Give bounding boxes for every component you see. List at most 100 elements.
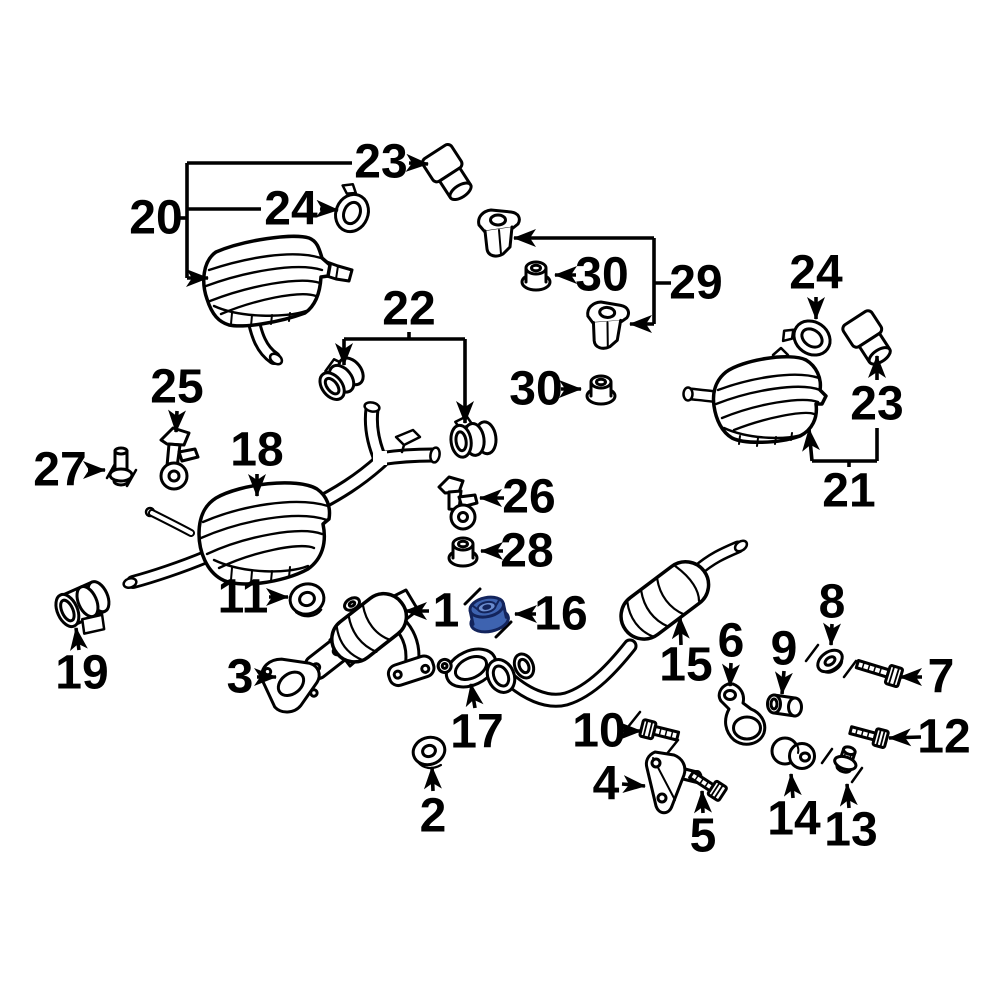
callout-label-4[interactable]: 4 (593, 758, 620, 811)
leader-arrow (694, 790, 712, 814)
part-mount-nut-16-highlighted[interactable] (463, 587, 513, 639)
callout-5[interactable]: 5 (690, 790, 717, 863)
callout-label-11[interactable]: 11 (218, 571, 269, 624)
part-washer-8 (804, 643, 858, 679)
callout-label-21[interactable]: 21 (822, 465, 875, 518)
callout-4[interactable]: 4 (593, 758, 646, 811)
callout-29[interactable]: 29 (513, 229, 723, 333)
part-bolt-12 (848, 725, 890, 749)
callout-label-6[interactable]: 6 (718, 615, 745, 668)
part-gasket-17 (436, 647, 506, 689)
callout-label-5[interactable]: 5 (690, 810, 717, 863)
callout-label-27[interactable]: 27 (33, 444, 86, 497)
callout-label-24-right[interactable]: 24 (789, 247, 843, 300)
part-catalytic-converter-1 (303, 588, 436, 688)
part-rear-muffler-left (202, 234, 354, 366)
callout-label-7[interactable]: 7 (928, 651, 955, 704)
callout-label-25[interactable]: 25 (150, 361, 203, 414)
part-rear-muffler-right (682, 346, 828, 447)
callout-23-right[interactable]: 23 (850, 355, 904, 431)
callout-label-30-b[interactable]: 30 (509, 363, 562, 416)
callout-label-16[interactable]: 16 (534, 588, 587, 641)
callout-27[interactable]: 27 (33, 444, 106, 497)
callout-label-18[interactable]: 18 (230, 424, 283, 477)
callout-13[interactable]: 13 (824, 783, 878, 857)
part-bolt-7 (854, 658, 904, 689)
part-exhaust-tip-right (841, 309, 892, 366)
callout-24-left[interactable]: 24 (187, 183, 339, 236)
callout-28[interactable]: 28 (480, 525, 554, 578)
callout-6[interactable]: 6 (718, 615, 745, 687)
callout-14[interactable]: 14 (767, 773, 821, 846)
callout-label-8[interactable]: 8 (819, 576, 846, 629)
part-clamp-left (334, 182, 370, 234)
callout-label-2[interactable]: 2 (420, 790, 447, 843)
callout-label-15[interactable]: 15 (659, 639, 712, 692)
callout-16[interactable]: 16 (514, 588, 588, 641)
callout-8[interactable]: 8 (819, 576, 846, 646)
leader-arrow (774, 670, 793, 695)
callout-label-17[interactable]: 17 (450, 706, 503, 759)
part-bracket-4 (644, 750, 703, 815)
callout-19[interactable]: 19 (55, 627, 109, 700)
callout-24-right[interactable]: 24 (789, 247, 843, 320)
part-hanger-6 (717, 682, 767, 746)
callout-label-23-right[interactable]: 23 (850, 378, 903, 431)
parts-layer (54, 143, 904, 815)
callout-2[interactable]: 2 (420, 766, 447, 843)
callout-label-10[interactable]: 10 (572, 705, 625, 758)
callout-15[interactable]: 15 (659, 616, 713, 692)
part-hanger-26 (437, 475, 479, 531)
callout-label-26[interactable]: 26 (502, 471, 555, 524)
callout-18[interactable]: 18 (230, 424, 284, 497)
callout-label-28[interactable]: 28 (500, 525, 553, 578)
leader-arrow (621, 775, 646, 794)
callout-label-22[interactable]: 22 (382, 283, 435, 336)
callout-7[interactable]: 7 (899, 651, 955, 704)
part-bolt-13 (820, 745, 864, 784)
callout-label-1[interactable]: 1 (433, 585, 460, 638)
callout-21[interactable]: 21 (802, 428, 879, 518)
callout-label-24-left[interactable]: 24 (264, 183, 318, 236)
callout-30-a[interactable]: 30 (554, 249, 629, 302)
callout-label-29[interactable]: 29 (669, 257, 722, 310)
callout-label-19[interactable]: 19 (55, 647, 108, 700)
callout-label-20[interactable]: 20 (129, 192, 182, 245)
callout-3[interactable]: 3 (227, 651, 277, 704)
callout-10[interactable]: 10 (572, 705, 642, 758)
part-spacer-9 (766, 693, 803, 718)
callout-label-9[interactable]: 9 (771, 623, 798, 676)
leader-arrow (405, 153, 429, 172)
callout-20[interactable]: 20 (129, 163, 209, 287)
part-clamp-22-b (449, 414, 498, 459)
leader-arrow (721, 662, 740, 687)
callout-label-30-a[interactable]: 30 (575, 249, 628, 302)
callout-label-12[interactable]: 12 (917, 711, 970, 764)
leader-arrow (671, 616, 690, 646)
callout-30-b[interactable]: 30 (509, 363, 582, 416)
leader-arrow (70, 627, 88, 652)
part-center-muffler-assembly (122, 401, 441, 589)
part-exhaust-tip-left (421, 143, 473, 202)
callout-9[interactable]: 9 (771, 623, 798, 695)
callout-label-14[interactable]: 14 (767, 793, 821, 846)
callout-1[interactable]: 1 (404, 585, 460, 638)
callout-12[interactable]: 12 (888, 711, 971, 764)
callout-25[interactable]: 25 (150, 361, 204, 433)
callout-23-left[interactable]: 23 (187, 136, 429, 189)
callout-17[interactable]: 17 (450, 683, 504, 759)
callout-label-13[interactable]: 13 (824, 804, 877, 857)
part-grommet-14 (770, 736, 816, 770)
part-nut-30-b (585, 374, 617, 406)
callout-22[interactable]: 22 (335, 283, 474, 424)
part-clamp-19 (54, 580, 111, 635)
callout-label-3[interactable]: 3 (227, 651, 254, 704)
callout-label-23-left[interactable]: 23 (354, 136, 407, 189)
leader-arrow (802, 428, 821, 462)
callout-26[interactable]: 26 (479, 471, 556, 524)
callout-11[interactable]: 11 (218, 571, 289, 624)
leader-arrow (888, 728, 922, 747)
leader-arrow (423, 766, 442, 792)
